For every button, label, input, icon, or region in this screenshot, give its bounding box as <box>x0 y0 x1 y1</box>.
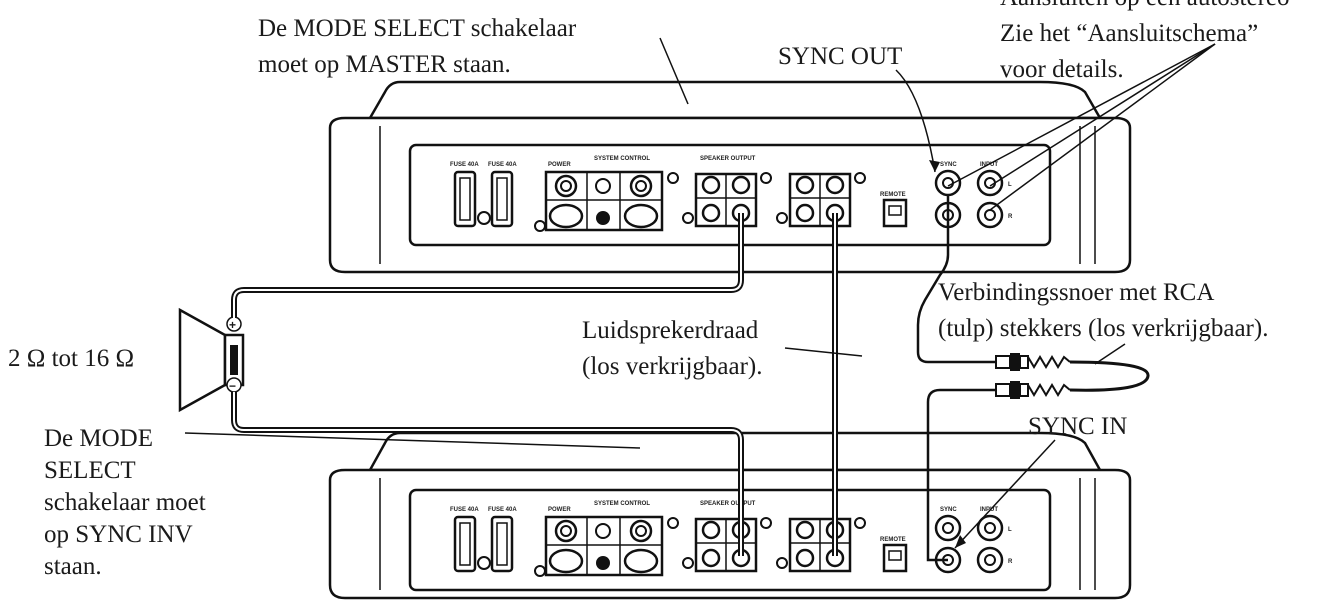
rca-cord-line-2: (tulp) stekkers (los verkrijgbaar). <box>938 315 1268 342</box>
slave-amplifier <box>328 431 1132 600</box>
stereo-connect-line-2: Zie het “Aansluitschema” <box>1000 20 1258 47</box>
fuse-label: FUSE 40A <box>488 507 517 513</box>
speaker-output-label: SPEAKER OUTPUT <box>700 501 756 507</box>
speaker-output-label: SPEAKER OUTPUT <box>700 156 756 162</box>
slave-mode-line-2: SELECT <box>44 457 136 484</box>
callout-slave-mode: De MODE SELECT schakelaar moet op SYNC I… <box>44 425 206 580</box>
slave-mode-line-4: op SYNC INV <box>44 521 193 548</box>
channel-l-label: L <box>1008 527 1012 533</box>
channel-r-label: R <box>1008 214 1013 220</box>
master-amplifier <box>328 80 1132 274</box>
sync-jack-label: SYNC <box>940 162 957 168</box>
remote-label: REMOTE <box>880 192 906 198</box>
master-mode-line-1: De MODE SELECT schakelaar <box>258 15 577 42</box>
plus-terminal-label: + <box>229 318 236 332</box>
rca-cord-line-1: Verbindingssnoer met RCA <box>938 279 1214 306</box>
leader-lines <box>184 37 1216 549</box>
slave-mode-line-3: schakelaar moet <box>44 489 206 516</box>
remote-label: REMOTE <box>880 537 906 543</box>
slave-mode-line-5: staan. <box>44 553 102 580</box>
system-control-label: SYSTEM CONTROL <box>594 501 650 507</box>
speaker-icon: + − <box>178 307 245 413</box>
callout-rca-cord: Verbindingssnoer met RCA (tulp) stekkers… <box>938 279 1268 342</box>
speaker-wire-line-1: Luidsprekerdraad <box>582 317 759 344</box>
sync-jack-label: SYNC <box>940 507 957 513</box>
master-mode-line-2: moet op MASTER staan. <box>258 51 511 78</box>
fuse-label: FUSE 40A <box>450 162 479 168</box>
channel-l-label: L <box>1008 182 1012 188</box>
system-control-label: SYSTEM CONTROL <box>594 156 650 162</box>
sync-in-label: SYNC IN <box>1028 413 1127 440</box>
power-label: POWER <box>548 162 571 168</box>
fuse-label: FUSE 40A <box>488 162 517 168</box>
rca-cable <box>916 195 1150 562</box>
master-panel-labels: FUSE 40A FUSE 40A POWER SYSTEM CONTROL S… <box>450 156 1013 220</box>
rca-plug-top <box>995 353 1071 371</box>
speaker-wire-line-2: (los verkrijgbaar). <box>582 353 762 380</box>
callout-stereo-connect: Aansluiten op een autostereo Zie het “Aa… <box>1000 0 1290 83</box>
speaker-wires-inner <box>233 213 836 556</box>
stereo-connect-line-3: voor details. <box>1000 56 1124 83</box>
stereo-connect-line-1: Aansluiten op een autostereo <box>1000 0 1290 11</box>
input-jack-label: INPUT <box>980 162 998 168</box>
slave-mode-line-1: De MODE <box>44 425 153 452</box>
sync-out-label: SYNC OUT <box>778 43 902 70</box>
channel-r-label: R <box>1008 559 1013 565</box>
rca-plug-bottom <box>995 381 1071 399</box>
power-label: POWER <box>548 507 571 513</box>
minus-terminal-label: − <box>229 379 236 393</box>
fuse-label: FUSE 40A <box>450 507 479 513</box>
callout-master-mode: De MODE SELECT schakelaar moet op MASTER… <box>258 15 577 78</box>
callout-speaker-wire: Luidsprekerdraad (los verkrijgbaar). <box>582 317 762 380</box>
impedance-label: 2 Ω tot 16 Ω <box>8 345 134 372</box>
